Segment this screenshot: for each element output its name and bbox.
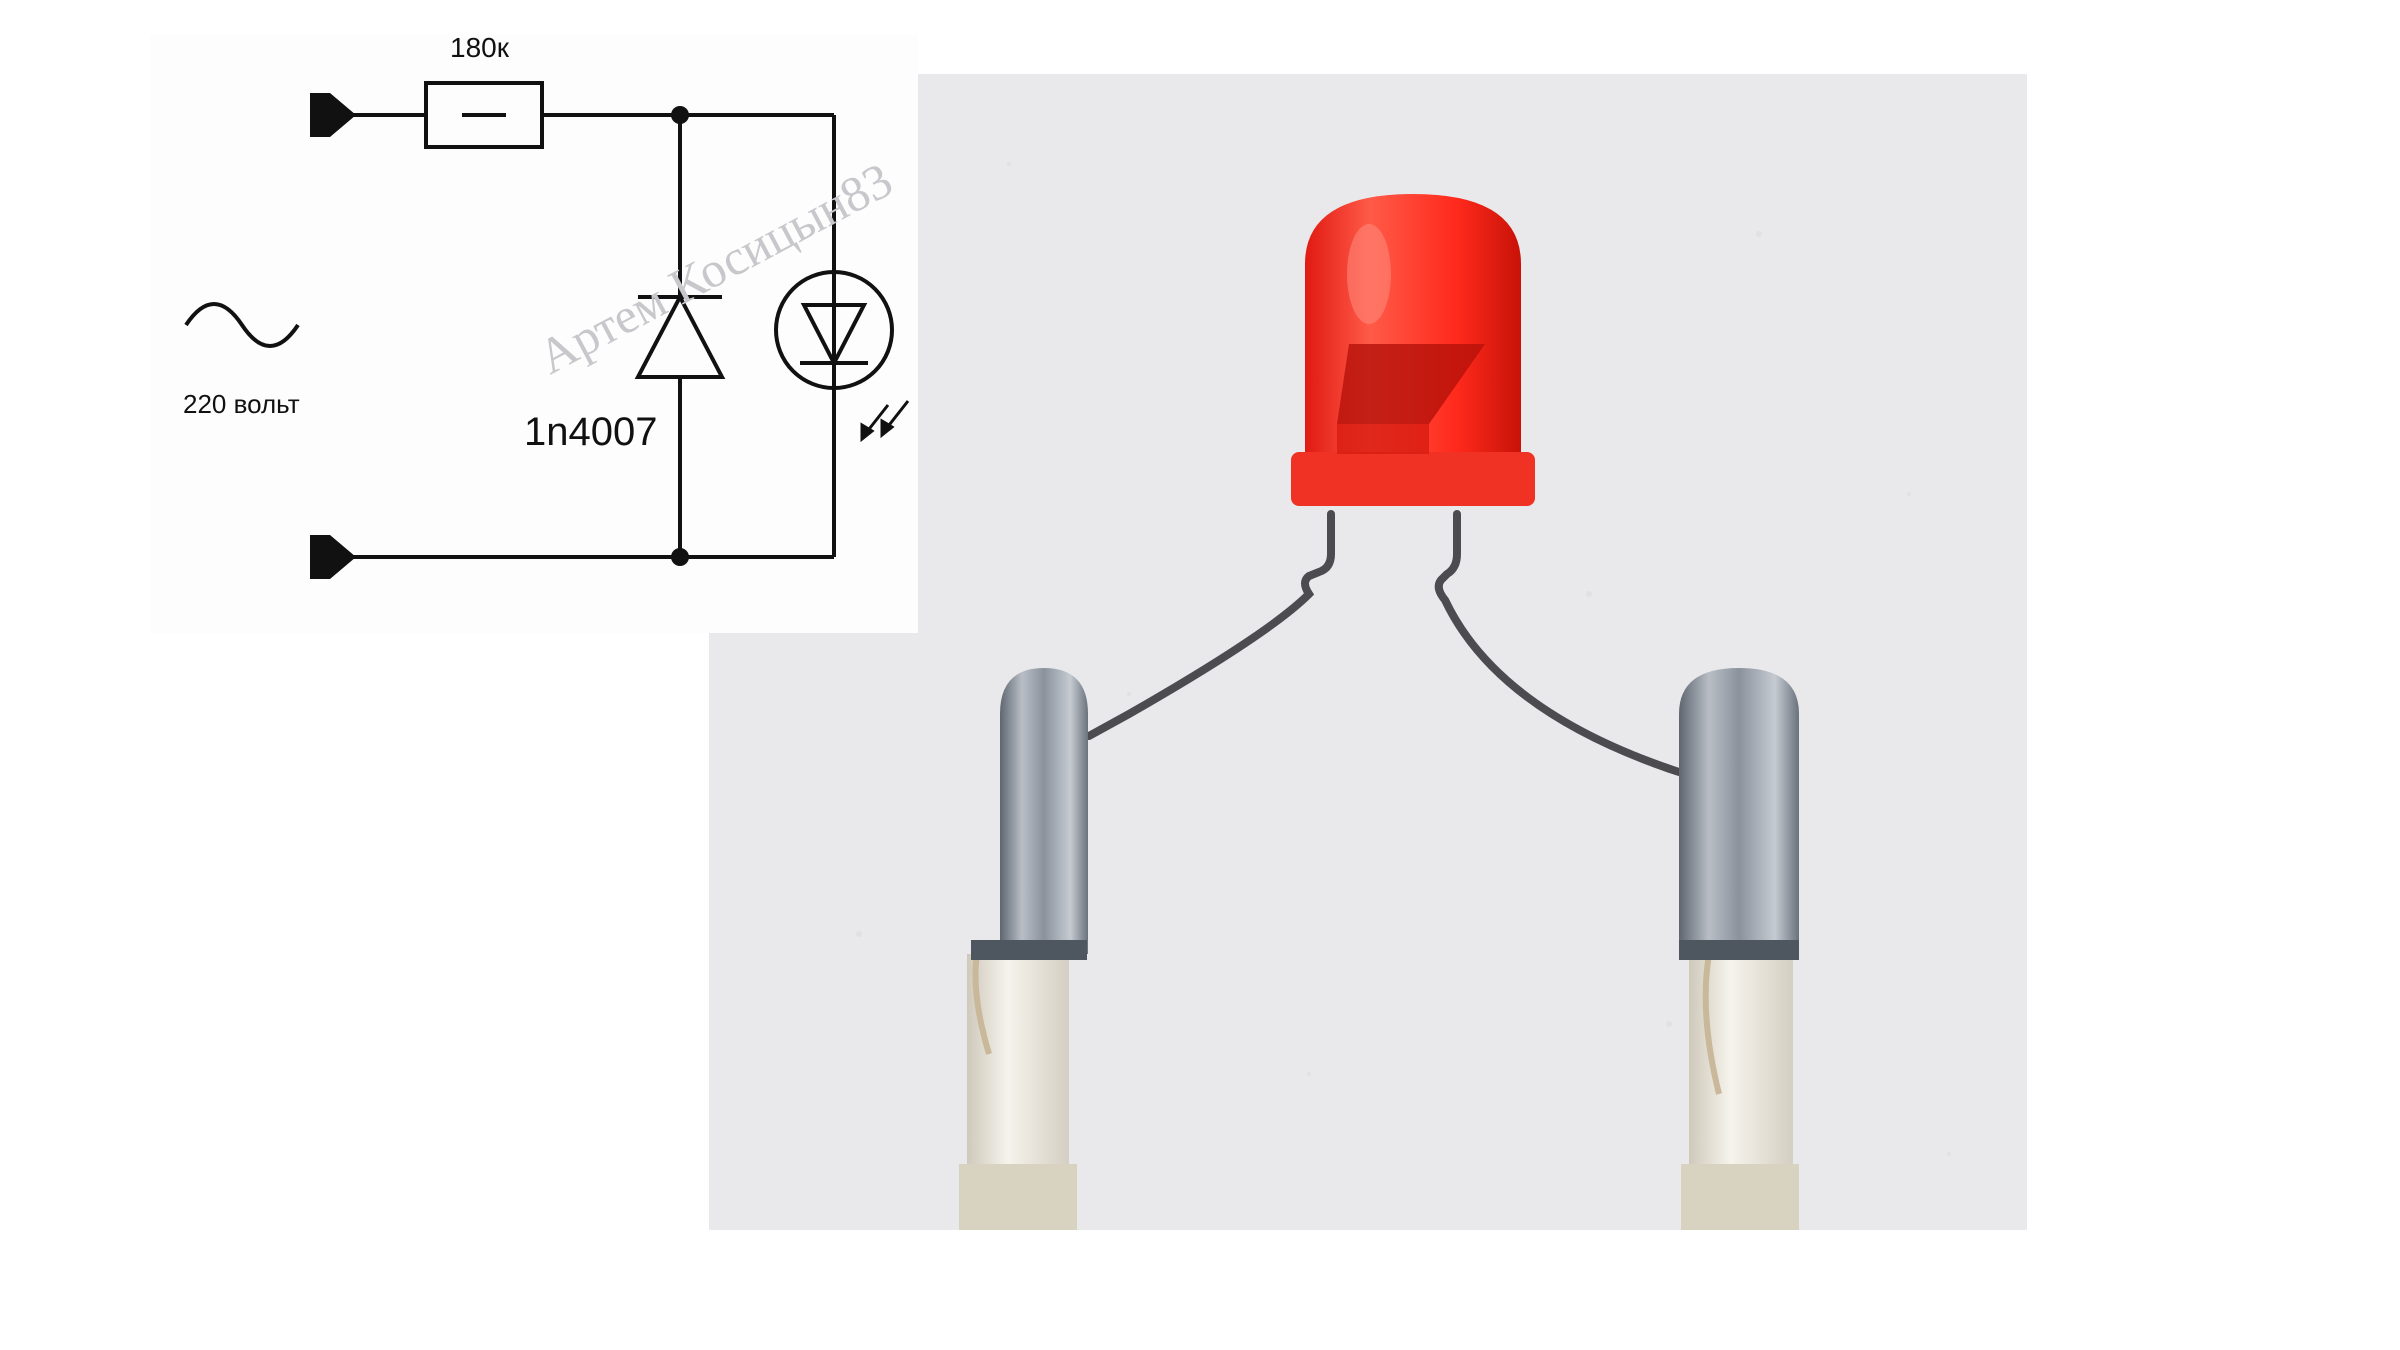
led-photo-drawing (709, 74, 2027, 1230)
sine-wave-icon (184, 302, 300, 348)
voltage-label: 220 вольт (183, 389, 300, 419)
led-photo (709, 74, 2027, 1230)
led-right-lead (1434, 510, 1689, 778)
diode-symbol (634, 292, 726, 379)
input-terminal-top-icon (310, 93, 356, 137)
led-left-lead (1085, 510, 1335, 740)
watermark: Артем Косицын83 (529, 151, 901, 384)
right-wire-terminal (1679, 668, 1799, 1230)
schematic-drawing: 180к 220 вольт 1n4007 Артем Косицын83 (183, 35, 910, 579)
left-wire-terminal (959, 668, 1088, 1230)
junction-dot-top (671, 106, 689, 124)
red-led (1291, 194, 1535, 506)
input-terminal-bottom-icon (310, 535, 356, 579)
diode-label: 1n4007 (524, 410, 657, 454)
circuit-schematic: 180к 220 вольт 1n4007 Артем Косицын83 (150, 35, 918, 633)
junction-dot-bottom (671, 548, 689, 566)
light-emission-icon (860, 400, 910, 443)
led-symbol (800, 261, 868, 397)
resistor-label: 180к (450, 35, 510, 63)
